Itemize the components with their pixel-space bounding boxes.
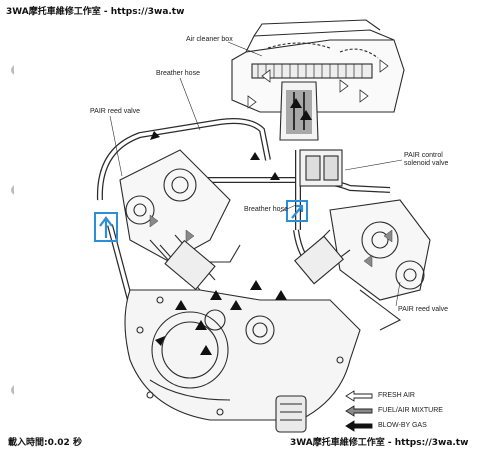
outline-arrow-icon <box>345 390 373 402</box>
rear-cylinder <box>294 199 431 331</box>
crankcase <box>124 289 361 433</box>
highlight-box-left <box>94 212 118 242</box>
highlight-box-right <box>286 200 308 222</box>
label-pair-reed-valve-right: PAIR reed valve <box>398 306 449 313</box>
label-breather-hose-mid: Breather hose <box>244 206 288 213</box>
label-pair-reed-valve-left: PAIR reed valve <box>90 108 141 115</box>
air-cleaner-box <box>231 19 405 141</box>
label-breather-hose-top: Breather hose <box>156 70 200 77</box>
black-arrow-icon <box>345 420 373 432</box>
watermark-top: 3WA摩托車維修工作室 - https://3wa.tw <box>6 7 185 17</box>
legend-fuel-air-mixture: FUEL/AIR MIXTURE <box>344 405 494 419</box>
legend-label: BLOW-BY GAS <box>378 422 427 429</box>
fuel-air-arrows <box>149 214 393 268</box>
binder-holes <box>11 65 14 395</box>
label-air-cleaner-box: Air cleaner box <box>186 36 233 43</box>
legend-fresh-air: FRESH AIR <box>344 390 494 404</box>
gray-arrow-icon <box>345 405 373 417</box>
fresh-air-arrows <box>247 59 389 109</box>
label-pair-control-solenoid-2: solenoid valve <box>404 160 449 167</box>
arrow-up-icon <box>291 204 304 219</box>
legend-blow-by-gas: BLOW-BY GAS <box>344 420 494 434</box>
legend-label: FUEL/AIR MIXTURE <box>378 407 443 414</box>
front-cylinder <box>119 149 241 291</box>
watermark-bottom-right: 3WA摩托車維修工作室 - https://3wa.tw <box>290 438 469 448</box>
label-pair-control-solenoid-1: PAIR control <box>404 152 443 159</box>
watermark-bottom-left: 載入時間:0.02 秒 <box>8 438 82 448</box>
legend-label: FRESH AIR <box>378 392 415 399</box>
leader-lines <box>109 41 403 307</box>
arrow-up-icon <box>99 216 113 238</box>
blowby-arrows <box>150 98 312 355</box>
